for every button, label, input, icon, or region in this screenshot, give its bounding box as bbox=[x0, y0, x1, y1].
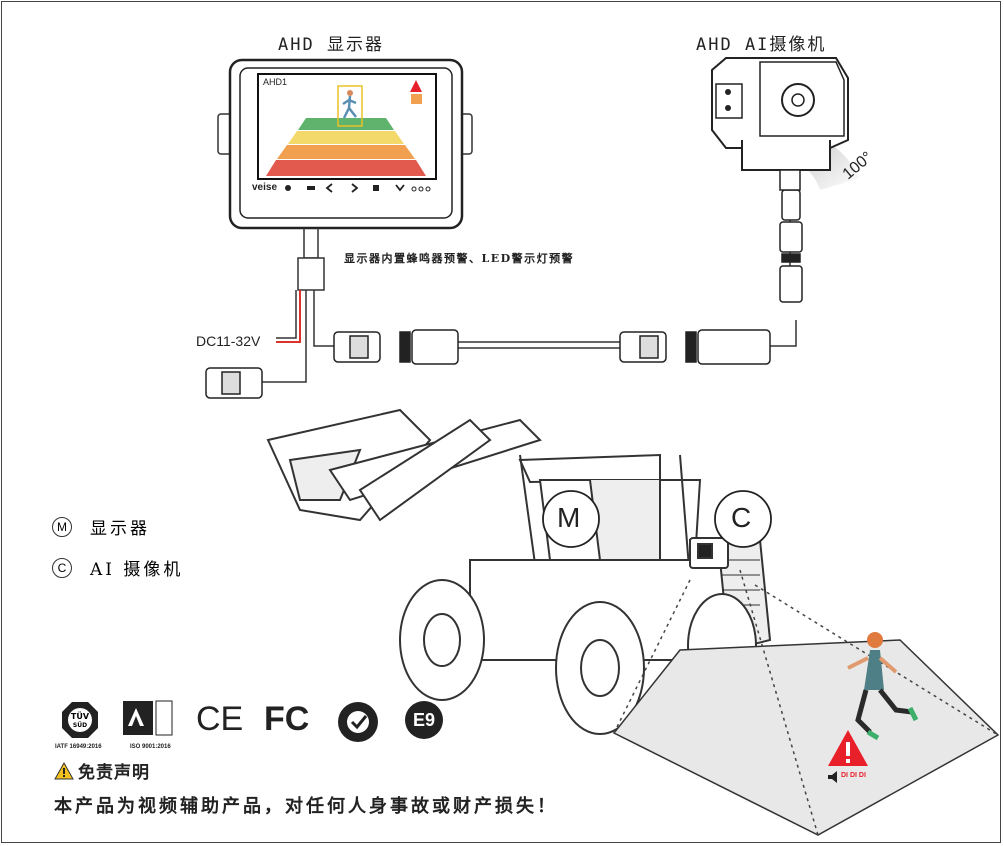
tuv-cert-icon: TÜV SÜD bbox=[60, 700, 100, 740]
pedestrian bbox=[847, 632, 919, 741]
fcc-mark: FC bbox=[264, 700, 310, 738]
disclaimer-title: 免责声明 bbox=[78, 763, 150, 783]
connectors bbox=[205, 189, 803, 399]
monitor-brand: veise bbox=[252, 182, 278, 193]
disclaimer-text: 本产品为视频辅助产品，对任何人身事故或财产损失！ bbox=[54, 796, 558, 817]
badges bbox=[542, 490, 772, 548]
ce-mark: CE bbox=[196, 700, 244, 738]
speaker-icon bbox=[828, 771, 837, 783]
weee-cert-icon: RoHS WEEE COMPLIANT bbox=[336, 700, 380, 744]
badge-m-label: M bbox=[557, 502, 581, 533]
weee-text: RoHS WEEE COMPLIANT bbox=[358, 722, 359, 723]
warning-icon bbox=[54, 761, 74, 779]
sound-label: DI DI DI bbox=[841, 772, 866, 779]
iso-cert-icon bbox=[122, 700, 174, 740]
zone-green bbox=[298, 118, 394, 130]
monitor-channel-label: AHD1 bbox=[263, 77, 288, 87]
sud-text: SÜD bbox=[72, 722, 88, 729]
zone-red bbox=[266, 160, 426, 176]
e9-text: E9 bbox=[412, 709, 436, 730]
e9-cert-icon: E9 bbox=[404, 700, 444, 740]
detection-box bbox=[337, 85, 363, 127]
legend-text: AI 摄像机 bbox=[90, 560, 184, 580]
alarm-note: 显示器内置蜂鸣器预警、LED警示灯预警 bbox=[344, 252, 575, 265]
iatf-label: IATF 16949:2016 bbox=[55, 744, 102, 750]
legend-key: C bbox=[52, 557, 72, 578]
monitor-illustration bbox=[217, 58, 473, 291]
iso-label: ISO 9001:2016 bbox=[130, 744, 171, 750]
camera-illustration bbox=[711, 57, 860, 191]
power-label: DC11-32V bbox=[196, 333, 261, 349]
display-title: AHD 显示器 bbox=[278, 35, 384, 55]
warning-triangle-icon bbox=[828, 730, 868, 766]
camera-title: AHD AI摄像机 bbox=[696, 35, 827, 55]
loader-illustration bbox=[266, 408, 772, 735]
legend-item-camera: C AI 摄像机 bbox=[52, 555, 183, 580]
badge-c-label: C bbox=[731, 502, 752, 533]
legend-text: 显示器 bbox=[90, 519, 150, 539]
tuv-text: TÜV bbox=[70, 712, 90, 721]
legend-key: M bbox=[52, 516, 72, 537]
zone-yellow bbox=[288, 131, 404, 144]
legend-item-monitor: M 显示器 bbox=[52, 514, 150, 539]
disclaimer-title-row: 免责声明 bbox=[54, 758, 150, 783]
zone-orange bbox=[277, 145, 415, 159]
